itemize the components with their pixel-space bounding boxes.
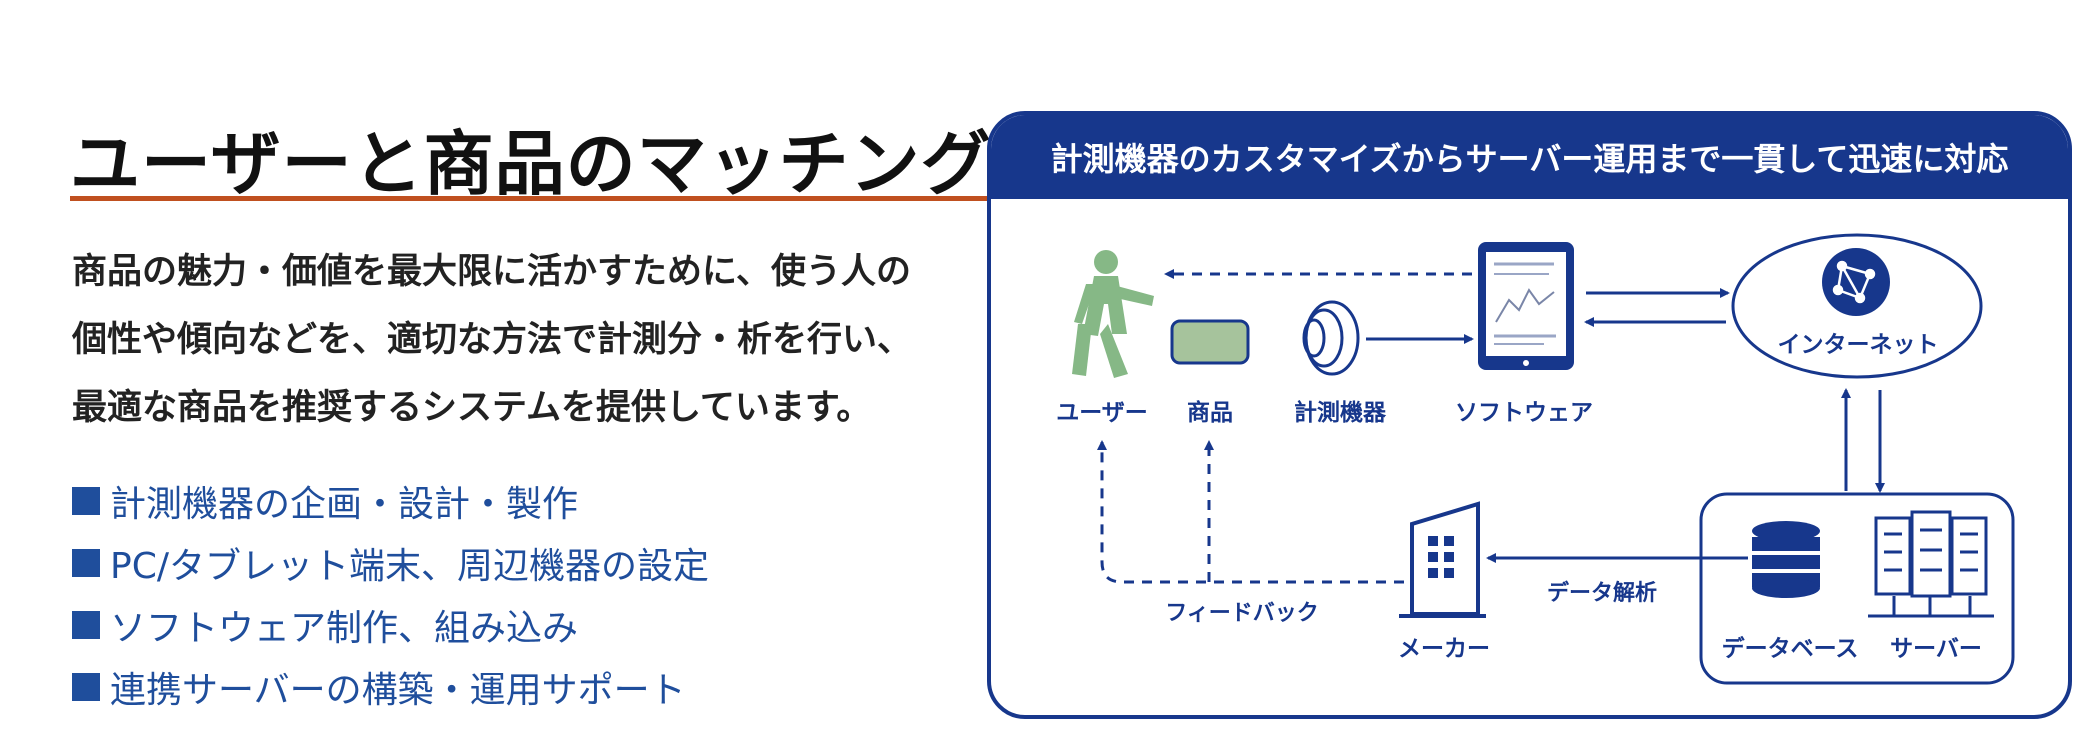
service-item-label: 連携サーバーの構築・運用サポート: [110, 670, 686, 711]
page-title: ユーザーと商品のマッチング: [70, 122, 992, 205]
globe-network-icon: [1822, 248, 1890, 316]
measuring-device-label: 計測機器: [1294, 399, 1387, 426]
maker-label: メーカー: [1398, 636, 1490, 662]
arrow-feedback-to-user: [1097, 440, 1404, 584]
diagram-panel: 計測機器のカスタマイズからサーバー運用まで一貫して迅速に対応: [987, 111, 2072, 719]
user-icon: [1072, 250, 1154, 378]
server-rack-icon: [1868, 510, 1994, 618]
database-label: データベース: [1722, 635, 1859, 662]
service-item-label: PC/タブレット端末、周辺機器の設定: [110, 546, 709, 587]
server-label: サーバー: [1890, 636, 1982, 662]
description-line: 個性や傾向などを、適切な方法で計測分・析を行い、: [72, 319, 913, 360]
service-item: ソフトウェア制作、組み込み: [72, 594, 709, 656]
database-icon: [1752, 521, 1820, 598]
description-line: 商品の魅力・価値を最大限に活かすために、使う人の: [72, 251, 911, 292]
user-label: ユーザー: [1056, 400, 1148, 426]
diagram-header: 計測機器のカスタマイズからサーバー運用まで一貫して迅速に対応: [991, 115, 2068, 199]
service-item: 連携サーバーの構築・運用サポート: [72, 656, 709, 718]
connector-arrows: [1097, 269, 1885, 584]
data-analysis-label: データ解析: [1547, 580, 1657, 606]
service-item-label: 計測機器の企画・設計・製作: [110, 484, 579, 525]
description-line: 最適な商品を推奨するシステムを提供しています。: [72, 387, 872, 428]
square-bullet-icon: [72, 487, 100, 515]
service-item: PC/タブレット端末、周辺機器の設定: [72, 532, 709, 594]
service-item-label: ソフトウェア制作、組み込み: [110, 608, 579, 649]
tablet-icon: [1478, 242, 1574, 370]
server-room: [1699, 492, 2015, 685]
feedback-label: フィードバック: [1165, 601, 1319, 626]
diagram: ユーザー 商品 計測機器 ソフトウェア インターネット データ解析 フィードバッ…: [1056, 233, 2015, 685]
internet-label: インターネット: [1778, 332, 1939, 358]
product-icon: [1170, 319, 1250, 365]
title-underline: [70, 196, 990, 201]
service-item: 計測機器の企画・設計・製作: [72, 470, 709, 532]
square-bullet-icon: [72, 549, 100, 577]
building-icon: [1399, 501, 1486, 618]
product-label: 商品: [1187, 399, 1233, 426]
service-list: 計測機器の企画・設計・製作 PC/タブレット端末、周辺機器の設定 ソフトウェア制…: [72, 470, 709, 718]
square-bullet-icon: [72, 611, 100, 639]
description: 商品の魅力・価値を最大限に活かすために、使う人の 個性や傾向などを、適切な方法で…: [72, 238, 972, 442]
software-label: ソフトウェア: [1455, 400, 1593, 426]
measuring-device-icon: [1302, 300, 1360, 376]
square-bullet-icon: [72, 673, 100, 701]
